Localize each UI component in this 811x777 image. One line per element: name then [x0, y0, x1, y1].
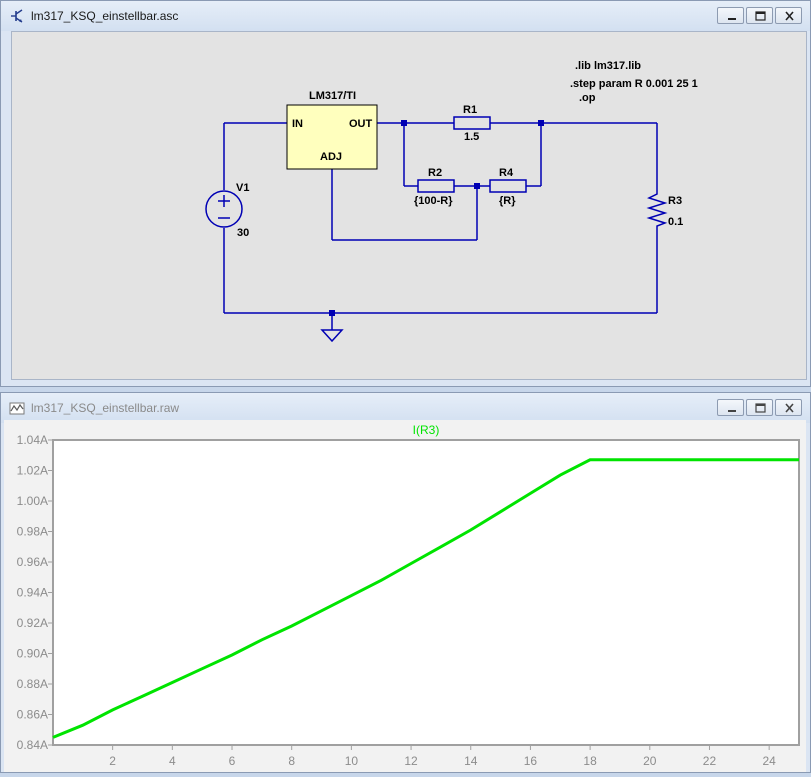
close-icon [785, 11, 794, 21]
r1-value: 1.5 [464, 131, 479, 143]
x-tick-label: 18 [583, 754, 597, 768]
pin-in-label: IN [292, 118, 303, 130]
y-tick-label: 0.88A [17, 677, 48, 691]
plot-svg: I(R3) 0.84A 0.86A 0.88A 0.90A 0.92A 0.94A 0.96… [17, 423, 800, 768]
minimize-button[interactable] [717, 399, 744, 416]
x-tick-label: 2 [109, 754, 116, 768]
trace-label[interactable]: I(R3) [413, 423, 440, 437]
r4-name: R4 [499, 167, 514, 179]
schematic-window: lm317_KSQ_einstellbar.asc [0, 0, 811, 387]
resistor-r1[interactable] [453, 116, 491, 130]
schematic-titlebar[interactable]: lm317_KSQ_einstellbar.asc [1, 1, 810, 31]
y-tick-label: 1.02A [17, 464, 48, 478]
x-tick-label: 12 [404, 754, 418, 768]
v1-value: 30 [237, 227, 249, 239]
r4-value: {R} [499, 195, 516, 207]
x-tick-label: 16 [524, 754, 538, 768]
x-tick-label: 10 [345, 754, 359, 768]
resistor-r4[interactable] [489, 179, 527, 193]
y-tick-label: 0.96A [17, 555, 48, 569]
directive-step: .step param R 0.001 25 1 [570, 78, 698, 90]
y-tick-label: 0.90A [17, 647, 48, 661]
schematic-window-title: lm317_KSQ_einstellbar.asc [31, 9, 179, 23]
x-tick-label: 22 [703, 754, 717, 768]
x-tick-label: 4 [169, 754, 176, 768]
resistor-r2[interactable] [417, 179, 455, 193]
x-tick-label: 6 [229, 754, 236, 768]
maximize-icon [755, 403, 766, 413]
x-tick-label: 24 [762, 754, 776, 768]
close-button[interactable] [775, 7, 802, 24]
close-button[interactable] [775, 399, 802, 416]
x-tick-label: 8 [288, 754, 295, 768]
v1-name: V1 [236, 182, 249, 194]
r3-value: 0.1 [668, 216, 683, 228]
schematic-drawing: LM317/TI IN OUT ADJ V1 30 R1 1.5 R2 {100… [205, 60, 698, 343]
y-tick-label: 0.84A [17, 738, 48, 752]
pin-adj-label: ADJ [320, 151, 342, 163]
y-tick-label: 1.00A [17, 494, 48, 508]
junction-dot [474, 183, 480, 189]
maximize-button[interactable] [746, 7, 773, 24]
schematic-canvas[interactable]: LM317/TI IN OUT ADJ V1 30 R1 1.5 R2 {100… [11, 31, 807, 380]
minimize-button[interactable] [717, 7, 744, 24]
minimize-icon [728, 18, 736, 20]
plot-window-title: lm317_KSQ_einstellbar.raw [31, 401, 180, 415]
plot-titlebar[interactable]: lm317_KSQ_einstellbar.raw [1, 393, 810, 423]
close-icon [785, 403, 794, 413]
y-tick-label: 0.94A [17, 586, 48, 600]
trace-i-r3[interactable] [52, 458, 799, 739]
r2-value: {100-R} [414, 195, 453, 207]
pin-out-label: OUT [349, 118, 373, 130]
regulator-lm317[interactable] [286, 104, 378, 170]
directive-op: .op [579, 92, 596, 104]
junction-dot [329, 310, 335, 316]
waveform-icon [9, 402, 25, 415]
y-tick-label: 0.98A [17, 525, 48, 539]
voltage-source-v1[interactable] [205, 190, 243, 228]
plot-pane[interactable]: I(R3) 0.84A 0.86A 0.88A 0.90A 0.92A 0.94A 0.96… [4, 420, 806, 772]
maximize-button[interactable] [746, 399, 773, 416]
regulator-name: LM317/TI [309, 90, 356, 102]
junction-dot [538, 120, 544, 126]
r1-name: R1 [463, 104, 477, 116]
minimize-icon [728, 410, 736, 412]
resistor-r3[interactable] [646, 190, 668, 230]
plot-frame [52, 439, 800, 746]
directive-lib: .lib lm317.lib [575, 60, 641, 72]
maximize-icon [755, 11, 766, 21]
x-tick-label: 14 [464, 754, 478, 768]
x-tick-label: 20 [643, 754, 657, 768]
y-tick-label: 1.04A [17, 433, 48, 447]
junction-dot [401, 120, 407, 126]
r3-name: R3 [668, 195, 682, 207]
transistor-icon [11, 9, 23, 23]
r2-name: R2 [428, 167, 442, 179]
ground-icon [320, 329, 344, 343]
y-tick-label: 0.92A [17, 616, 48, 630]
y-tick-label: 0.86A [17, 708, 48, 722]
